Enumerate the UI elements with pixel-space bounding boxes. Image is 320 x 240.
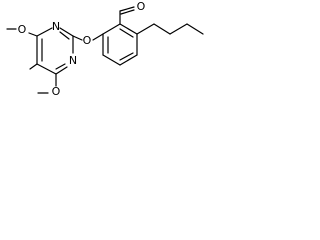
bond-aldehyde-double-2 — [120, 9, 135, 15]
atom-o-ether: O — [83, 34, 92, 47]
bond-butyl-3 — [169, 23, 188, 35]
atom-o-methoxy-bottom: O — [52, 85, 61, 98]
atom-n-pyrimidine-top: N — [52, 20, 60, 33]
bond-ring-n1-c6 — [55, 66, 68, 75]
bond-benz-double-top — [119, 28, 134, 38]
chemical-structure-diagram: O N O O N O — [6, 0, 204, 98]
bond-benz-5-6 — [102, 54, 121, 66]
bond-ring-c4-n3 — [36, 27, 53, 37]
bond-ring-n3-c2 — [59, 27, 74, 37]
bond-ring-double-right — [59, 31, 70, 40]
atom-o-methoxy-top: O — [18, 23, 27, 36]
bond-ring-c6-c5 — [36, 63, 57, 75]
atom-o-aldehyde: O — [137, 0, 146, 13]
bond-benz-double-bottom — [119, 52, 134, 61]
bond-benz-4-5 — [119, 54, 138, 66]
bond-ring-o-bottom — [29, 63, 38, 70]
bond-aldehyde-double-1 — [119, 6, 135, 12]
bond-ring-ether-o — [72, 35, 83, 41]
bond-benz-2-3 — [119, 23, 138, 35]
bonds — [6, 6, 204, 94]
bond-butyl-4 — [186, 23, 204, 35]
atom-labels: O N O O N O — [18, 0, 146, 98]
bond-ether-o-benzene — [92, 33, 104, 41]
bond-ring-double-bottom — [55, 63, 66, 70]
bond-o-top-ring — [28, 32, 38, 37]
bond-butyl-1 — [136, 23, 155, 35]
bond-butyl-2 — [153, 23, 171, 35]
bond-benz-1-2 — [102, 23, 121, 35]
atom-n-pyrimidine-bottom: N — [69, 54, 77, 67]
